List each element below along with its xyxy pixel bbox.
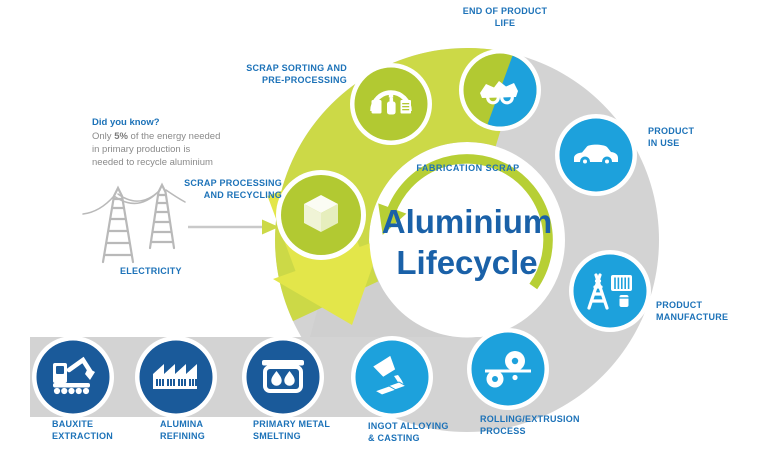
- rolling-mill-icon: [485, 351, 531, 388]
- scrap-sorting-icon: [370, 90, 412, 115]
- ladder-radiator-icon: [587, 273, 632, 310]
- node-scrap-sorting: [350, 63, 432, 145]
- label-electricity: ELECTRICITY: [120, 266, 182, 276]
- electricity-flow-arrow: [188, 219, 279, 235]
- node-product-manufacture: [569, 250, 651, 332]
- node-product-in-use: [555, 114, 637, 196]
- node-end-of-product-life: [459, 49, 541, 131]
- center-disc: [369, 142, 565, 338]
- electricity-pylon-icon: [82, 182, 186, 264]
- node-primary-metal-smelting: [242, 336, 324, 418]
- label-ingot-alloying-casting: INGOT ALLOYING& CASTING: [368, 421, 449, 443]
- node-alumina-refining: [135, 336, 217, 418]
- title-line-1: Aluminium: [381, 203, 553, 240]
- page-title: Aluminium Lifecycle: [337, 201, 597, 283]
- title-line-2: Lifecycle: [396, 244, 538, 281]
- excavator-icon: [53, 356, 95, 395]
- node-rolling-extrusion: [467, 328, 549, 410]
- did-you-know-heading: Did you know?: [92, 117, 160, 128]
- scrap-bale-icon: [304, 195, 338, 232]
- did-you-know-body: Only 5% of the energy needed in primary …: [92, 131, 221, 168]
- label-fabrication-scrap: FABRICATION SCRAP: [416, 163, 520, 173]
- node-scrap-processing: [276, 170, 366, 260]
- fabrication-scrap-arrow: [378, 154, 553, 290]
- car-icon: [574, 144, 618, 167]
- crushed-car-icon: [480, 81, 518, 105]
- casting-ladle-icon: [373, 355, 408, 396]
- furnace-icon: [262, 360, 304, 393]
- node-ingot-alloying-casting: [351, 336, 433, 418]
- did-you-know-callout: Did you know? Only 5% of the energy need…: [92, 116, 224, 169]
- factory-icon: [153, 364, 197, 389]
- node-bauxite-extraction: [32, 336, 114, 418]
